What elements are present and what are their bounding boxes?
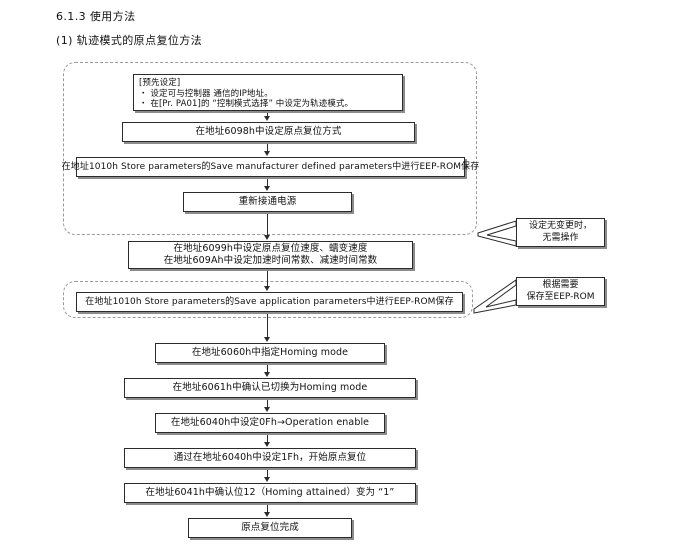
connector-arrow bbox=[264, 407, 270, 412]
connector-line bbox=[267, 142, 268, 151]
connector-arrow bbox=[264, 286, 270, 291]
connector-arrow bbox=[264, 372, 270, 377]
section-heading: 6.1.3 使用方法 bbox=[56, 10, 136, 23]
connector-arrow bbox=[264, 477, 270, 482]
flow-node-set-homing-method: 在地址6098h中设定原点复位方式 bbox=[122, 122, 415, 142]
flow-node-store-application-params: 在地址1010h Store parameters的Save applicati… bbox=[76, 292, 463, 312]
connector-arrow bbox=[264, 186, 270, 191]
connector-line bbox=[267, 503, 268, 512]
flow-node-start-homing: 通过在地址6040h中设定1Fh，开始原点复位 bbox=[124, 448, 416, 468]
connector-arrow bbox=[264, 512, 270, 517]
flow-node-specify-homing-mode: 在地址6060h中指定Homing mode bbox=[155, 343, 385, 363]
connector-line bbox=[267, 312, 268, 337]
connector-line bbox=[267, 398, 268, 407]
leader-arrow-as-needed bbox=[473, 279, 517, 314]
flow-node-preset: [预先设定] ・ 设定可与控制器 通信的IP地址。 ・ 在[Pr. PA01]的… bbox=[133, 74, 403, 111]
flow-node-confirm-homing-mode: 在地址6061h中确认已切换为Homing mode bbox=[124, 378, 416, 398]
callout-no-change: 设定无变更时， 无需操作 bbox=[516, 218, 605, 247]
connector-arrow bbox=[264, 235, 270, 240]
flow-node-confirm-homing-attained: 在地址6041h中确认位12（Homing attained）变为 “1” bbox=[124, 483, 416, 503]
dashed-group-eeprom-save bbox=[63, 281, 473, 318]
flow-node-store-manufacturer-params: 在地址1010h Store parameters的Save manufactu… bbox=[62, 157, 479, 177]
callout-as-needed: 根据需要 保存至EEP-ROM bbox=[516, 277, 605, 306]
leader-arrow-no-change bbox=[477, 220, 517, 247]
connector-line bbox=[267, 230, 268, 235]
connector-line bbox=[267, 111, 268, 117]
connector-line bbox=[267, 177, 268, 186]
connector-line bbox=[267, 212, 268, 235]
dashed-group-initial-setup bbox=[63, 62, 477, 235]
flow-node-homing-complete: 原点复位完成 bbox=[188, 518, 352, 538]
connector-line bbox=[267, 468, 268, 477]
connector-arrow bbox=[264, 151, 270, 156]
flow-node-power-cycle: 重新接通电源 bbox=[183, 192, 352, 212]
connector-arrow bbox=[264, 116, 270, 121]
connector-arrow bbox=[264, 442, 270, 447]
connector-line bbox=[267, 433, 268, 442]
subsection-heading: (1) 轨迹模式的原点复位方法 bbox=[56, 34, 203, 47]
connector-arrow bbox=[264, 337, 270, 342]
connector-line bbox=[267, 363, 268, 372]
flow-node-set-operation-enable: 在地址6040h中设定0Fh→Operation enable bbox=[155, 413, 385, 433]
flow-node-set-speeds: 在地址6099h中设定原点复位速度、蠕变速度 在地址609Ah中设定加速时间常数… bbox=[128, 241, 413, 269]
connector-line bbox=[267, 269, 268, 286]
